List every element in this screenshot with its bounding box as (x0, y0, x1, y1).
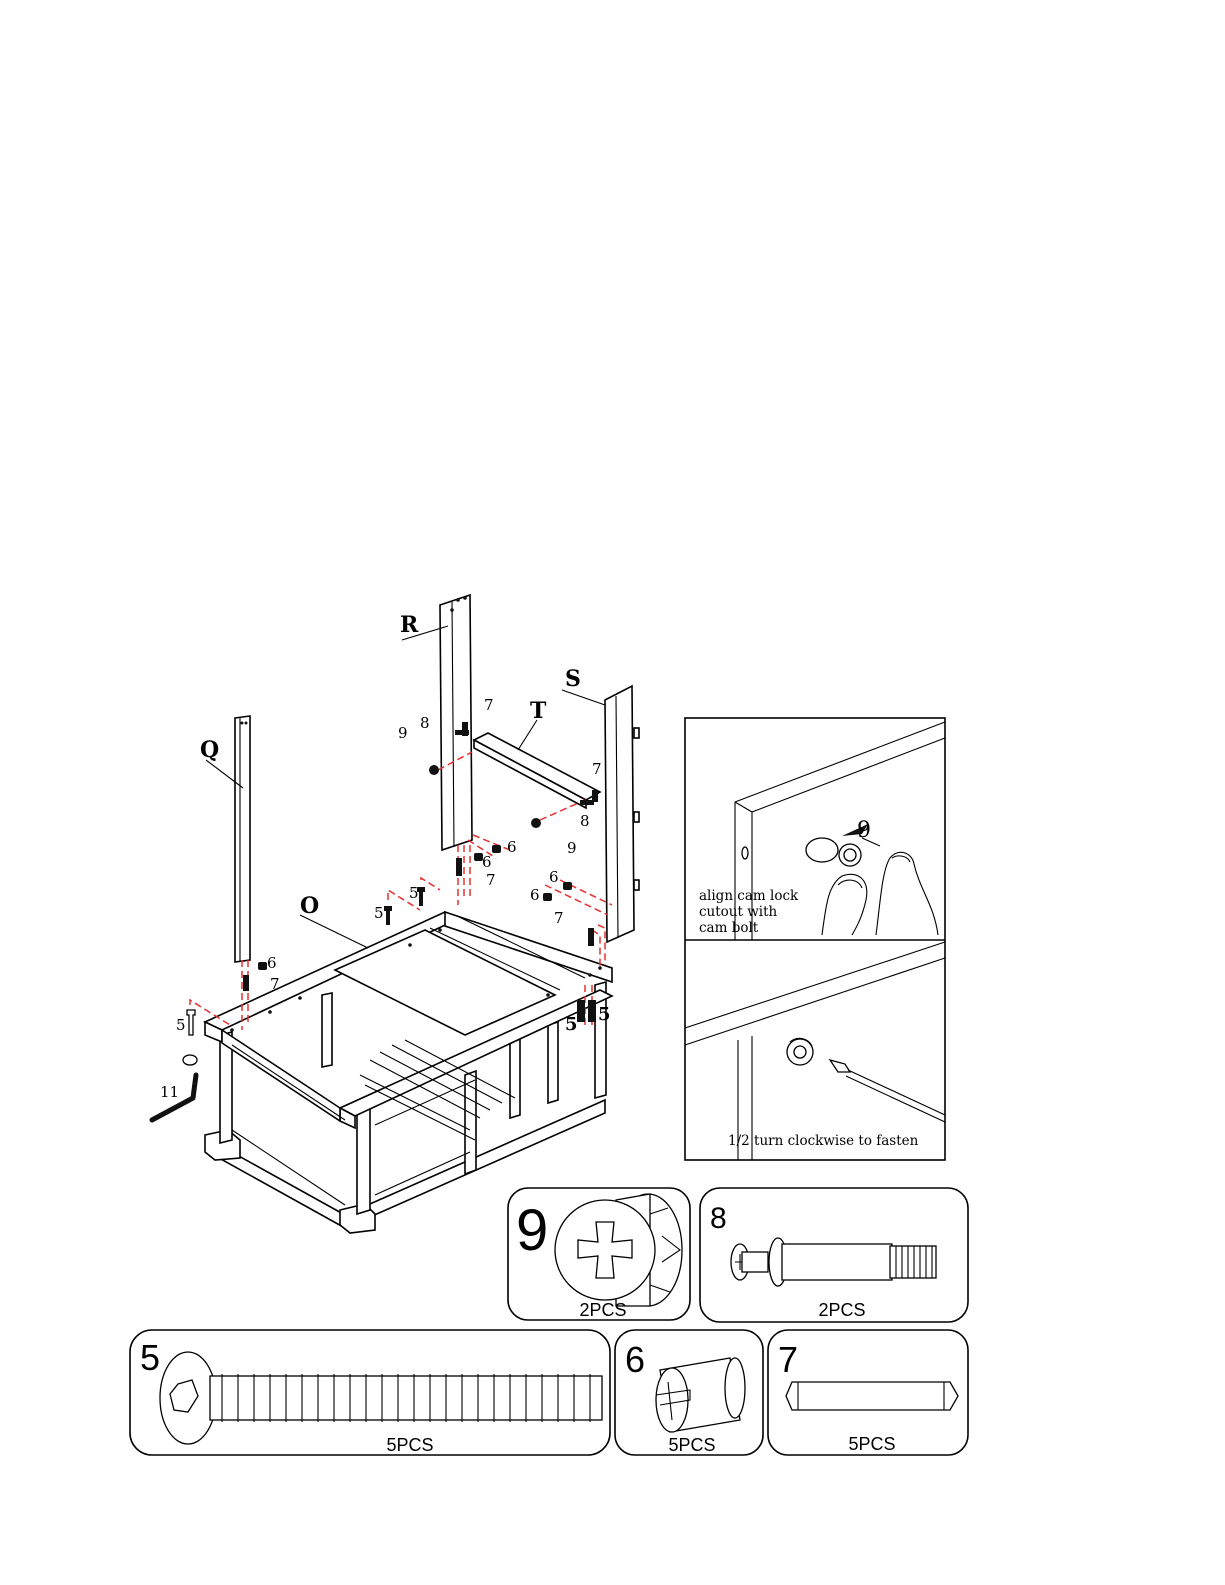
callout-6: 6 (549, 868, 559, 886)
callout-6: 6 (507, 838, 517, 856)
barrel-nut-icon (656, 1358, 745, 1432)
callout-7: 7 (554, 909, 564, 927)
callout-7: 7 (484, 696, 494, 714)
callout-5: 5 (565, 1014, 578, 1035)
label-t: T (530, 698, 547, 724)
cam-lock-detail-inset: 9 align cam lock cutout with cam bolt 1/… (685, 718, 945, 1160)
part-qty-9: 2PCS (579, 1300, 626, 1320)
part-qty-7: 5PCS (848, 1434, 895, 1454)
callout-8: 8 (420, 714, 430, 732)
part-qty-6: 5PCS (668, 1435, 715, 1455)
panel-q (235, 716, 250, 962)
label-r: R (400, 612, 419, 638)
label-o: O (300, 893, 319, 919)
callout-9: 9 (567, 839, 577, 857)
hardware-card-8: 8 2PCS (700, 1188, 968, 1322)
hardware-card-7: 7 5PCS (768, 1330, 968, 1455)
cam-lock-icon (555, 1194, 682, 1306)
panel-t (474, 733, 600, 808)
label-q: Q (200, 737, 219, 763)
part-number-9: 9 (516, 1198, 548, 1263)
hardware-card-9: 9 2PCS (508, 1188, 690, 1320)
callout-5: 5 (409, 884, 419, 902)
callout-5: 5 (374, 904, 384, 922)
part-number-6: 6 (625, 1339, 645, 1380)
callout-7: 7 (486, 871, 496, 889)
detail-top-caption-line-2: cutout with (699, 904, 778, 920)
detail-callout-9: 9 (857, 818, 871, 843)
callout-5: 5 (598, 1004, 611, 1025)
detail-top-caption-line-3: cam bolt (699, 920, 759, 936)
part-number-7: 7 (778, 1339, 798, 1380)
part-number-8: 8 (710, 1202, 727, 1235)
callout-6: 6 (482, 853, 492, 871)
callout-8: 8 (580, 812, 590, 830)
callout-7: 7 (592, 760, 602, 778)
callout-7: 7 (270, 975, 280, 993)
callout-5: 5 (176, 1016, 186, 1034)
part-number-5: 5 (140, 1337, 160, 1378)
callout-6: 6 (267, 954, 277, 972)
hardware-card-5: 5 5PCS (130, 1330, 610, 1455)
label-s: S (565, 666, 581, 692)
wooden-dowel-icon (786, 1382, 958, 1410)
callout-6: 6 (530, 886, 540, 904)
callout-9: 9 (398, 724, 408, 742)
hardware-card-6: 6 5PCS (615, 1330, 763, 1455)
part-qty-5: 5PCS (386, 1435, 433, 1455)
part-qty-8: 2PCS (818, 1300, 865, 1320)
detail-top-caption-line-1: align cam lock (699, 888, 799, 904)
detail-bottom-caption: 1/2 turn clockwise to fasten (728, 1133, 919, 1149)
callout-11: 11 (160, 1083, 179, 1101)
